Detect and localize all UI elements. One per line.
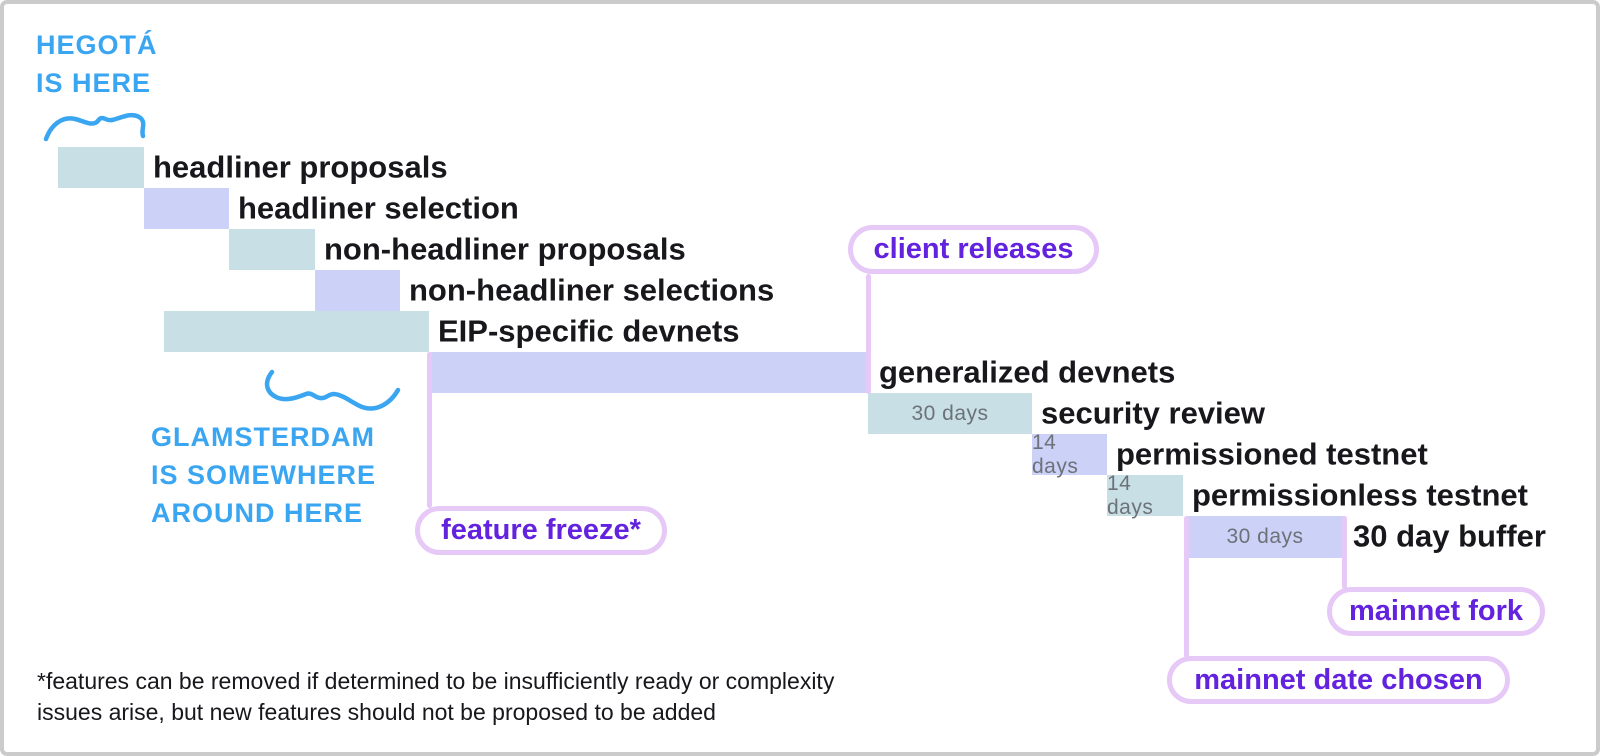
connector-mainnet-date-chosen — [1183, 516, 1189, 658]
glamsterdam-squiggle-icon — [264, 369, 401, 411]
hegota-squiggle-icon — [43, 112, 146, 142]
footnote-line1: *features can be removed if determined t… — [37, 668, 835, 694]
connector-feature-freeze — [426, 352, 432, 508]
glamsterdam-marker-line3: AROUND HERE — [151, 498, 364, 528]
bar-duration-permissionless-testnet: 14 days — [1107, 471, 1154, 519]
bar-non-headliner-proposals — [229, 229, 315, 270]
bar-duration-security-review: 30 days — [911, 401, 989, 425]
glamsterdam-marker-line2: IS SOMEWHERE — [151, 460, 377, 490]
milestone-client-releases: client releases — [848, 225, 1099, 274]
bar-label-non-headliner-proposals: non-headliner proposals — [324, 230, 686, 266]
bar-duration-permissioned-testnet: 14 days — [1032, 430, 1079, 478]
glamsterdam-marker: GLAMSTERDAM IS SOMEWHERE AROUND HERE — [151, 418, 376, 532]
bar-eip-specific-devnets — [164, 311, 429, 352]
hegota-marker-line2: IS HERE — [36, 68, 152, 98]
hegota-marker: HEGOTÁ IS HERE — [36, 26, 158, 102]
connector-client-releases — [865, 274, 871, 394]
milestone-mainnet-date-chosen: mainnet date chosen — [1167, 656, 1510, 704]
bar-permissionless-testnet: 14 days — [1107, 472, 1183, 519]
bar-label-security-review: security review — [1041, 394, 1266, 430]
bar-permissioned-testnet: 14 days — [1032, 431, 1107, 478]
bar-duration-thirty-day-buffer: 30 days — [1226, 525, 1304, 548]
bar-label-eip-specific-devnets: EIP-specific devnets — [438, 312, 740, 348]
bar-headliner-proposals — [58, 147, 144, 188]
footnote: *features can be removed if determined t… — [37, 666, 834, 728]
bar-security-review: 30 days — [868, 393, 1032, 434]
hegota-marker-line1: HEGOTÁ — [36, 30, 158, 60]
bar-label-thirty-day-buffer: 30 day buffer — [1353, 518, 1546, 554]
milestone-feature-freeze: feature freeze* — [415, 506, 667, 555]
bar-label-headliner-selection: headliner selection — [238, 189, 519, 225]
glamsterdam-marker-line1: GLAMSTERDAM — [151, 422, 375, 452]
bar-label-headliner-proposals: headliner proposals — [153, 148, 448, 184]
bar-headliner-selection — [144, 188, 229, 229]
bar-non-headliner-selections — [315, 270, 400, 311]
bar-label-non-headliner-selections: non-headliner selections — [409, 271, 775, 307]
bar-label-generalized-devnets: generalized devnets — [879, 353, 1176, 389]
connector-mainnet-fork — [1341, 516, 1347, 589]
bar-thirty-day-buffer: 30 days — [1186, 516, 1344, 558]
bar-label-permissioned-testnet: permissioned testnet — [1116, 435, 1428, 471]
bar-generalized-devnets — [431, 352, 870, 393]
footnote-line2: issues arise, but new features should no… — [37, 699, 716, 725]
milestone-mainnet-fork: mainnet fork — [1327, 587, 1545, 636]
bar-label-permissionless-testnet: permissionless testnet — [1192, 476, 1528, 512]
